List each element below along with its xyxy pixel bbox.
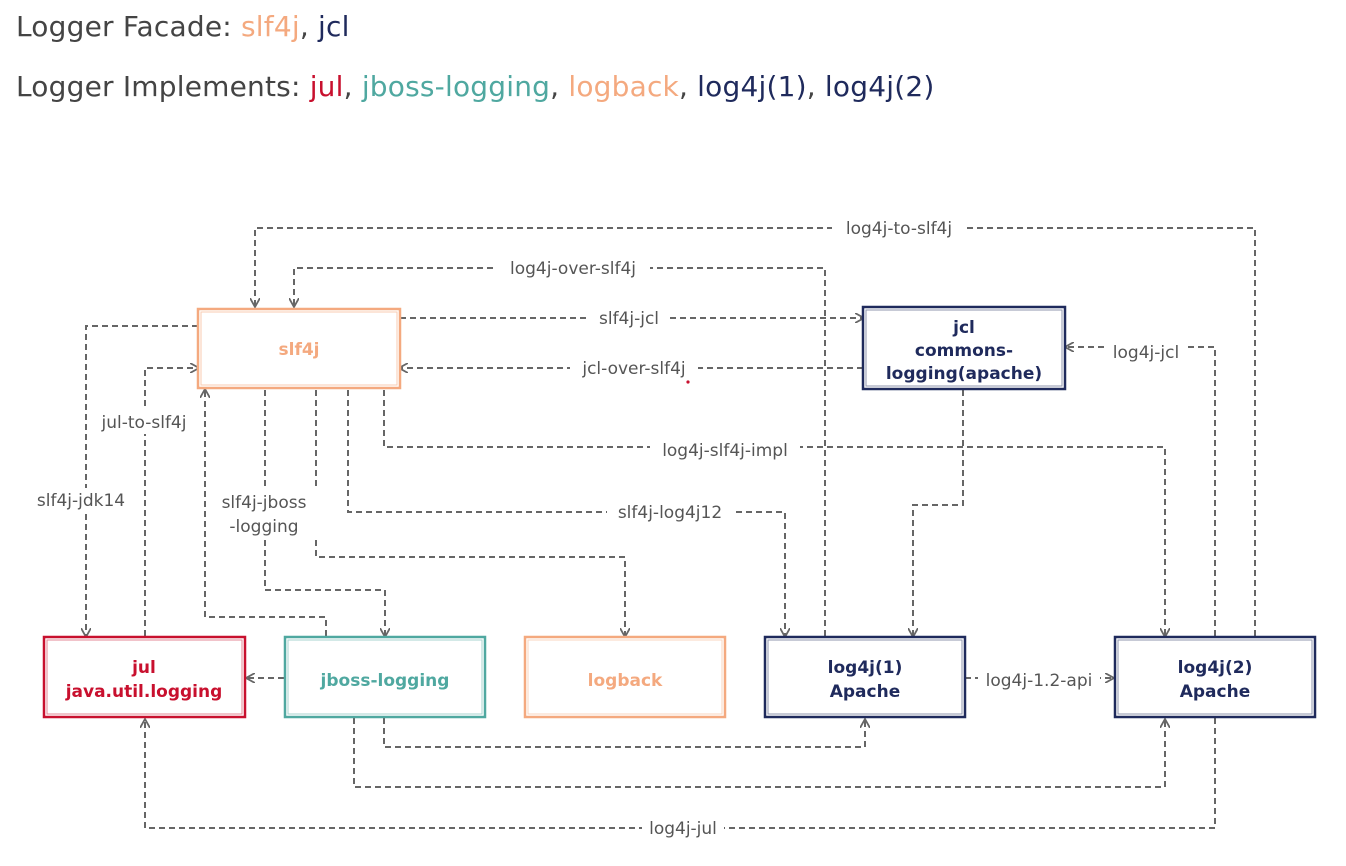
svg-text:jcl: jcl (952, 318, 975, 338)
edge-log4j-jul (145, 718, 1216, 829)
label-log4j-jul: log4j-jul (642, 816, 724, 840)
edge-jboss-to-log4j2 (353, 718, 1165, 788)
implements-heading: Logger Implements: (16, 70, 301, 103)
node-jboss-logging: jboss-logging (283, 635, 487, 719)
node-jcl: jcl commons- logging(apache) (861, 305, 1067, 391)
node-log4j2: log4j(2) Apache (1113, 635, 1317, 719)
stray-dot (686, 380, 690, 384)
impl-item-jboss-logging: jboss-logging (361, 70, 551, 103)
label-jcl-over-slf4j: jcl-over-slf4j (570, 356, 698, 380)
logger-facade-line: Logger Facade: slf4j, jcl (16, 10, 350, 43)
impl-item-jul: jul (309, 70, 344, 103)
svg-text:log4j-jcl: log4j-jcl (1113, 343, 1179, 363)
svg-text:slf4j: slf4j (279, 340, 320, 360)
svg-text:Apache: Apache (830, 682, 901, 702)
label-slf4j-jboss-logging: slf4j-jboss -logging (210, 490, 320, 540)
edge-log4j-jcl (1066, 347, 1216, 636)
facade-item-jcl: jcl (318, 10, 350, 43)
node-logback: logback (523, 635, 727, 719)
svg-text:jul: jul (131, 658, 156, 678)
label-log4j-over-slf4j: log4j-over-slf4j (496, 256, 650, 280)
edge-log4j-to-slf4j (255, 227, 1256, 636)
svg-text:slf4j-log4j12: slf4j-log4j12 (618, 503, 722, 523)
svg-text:jcl-over-slf4j: jcl-over-slf4j (581, 359, 685, 379)
logger-implements-line: Logger Implements: jul, jboss-logging, l… (16, 70, 935, 103)
edge-jboss-to-slf4j (205, 390, 327, 636)
label-slf4j-jcl: slf4j-jcl (588, 306, 670, 330)
svg-text:log4j-jul: log4j-jul (649, 819, 717, 839)
node-slf4j: slf4j (196, 307, 402, 390)
edge-jboss-to-log4j1 (383, 718, 865, 748)
edge-slf4j-logback (315, 390, 625, 636)
edge-jul-to-slf4j (144, 368, 198, 636)
svg-text:log4j-over-slf4j: log4j-over-slf4j (510, 259, 636, 279)
svg-text:log4j-slf4j-impl: log4j-slf4j-impl (662, 441, 788, 461)
svg-text:java.util.logging: java.util.logging (65, 682, 223, 702)
label-slf4j-jdk14: slf4j-jdk14 (26, 488, 136, 512)
svg-text:log4j(2): log4j(2) (1178, 658, 1253, 678)
svg-text:logback: logback (588, 671, 663, 691)
svg-text:slf4j-jcl: slf4j-jcl (599, 309, 659, 329)
svg-text:commons-: commons- (915, 341, 1013, 361)
facade-heading: Logger Facade: (16, 10, 232, 43)
svg-text:-logging: -logging (229, 517, 298, 537)
edge-jcl-to-log4j1 (913, 390, 964, 636)
svg-text:log4j(1): log4j(1) (828, 658, 903, 678)
svg-text:jboss-logging: jboss-logging (320, 671, 450, 691)
edge-slf4j-jdk14 (86, 325, 198, 636)
label-slf4j-log4j12: slf4j-log4j12 (607, 500, 733, 524)
impl-item-log4j1: log4j(1) (697, 70, 807, 103)
edge-slf4j-log4j12 (347, 390, 785, 636)
svg-text:Apache: Apache (1180, 682, 1251, 702)
svg-text:slf4j-jdk14: slf4j-jdk14 (37, 491, 125, 511)
svg-text:jul-to-slf4j: jul-to-slf4j (101, 413, 187, 433)
svg-text:slf4j-jboss: slf4j-jboss (222, 493, 307, 513)
edge-log4j-slf4j-impl (383, 390, 1165, 636)
svg-text:log4j-to-slf4j: log4j-to-slf4j (846, 219, 952, 239)
node-jul: jul java.util.logging (42, 635, 247, 719)
label-log4j-jcl: log4j-jcl (1104, 340, 1188, 364)
node-log4j1: log4j(1) Apache (763, 635, 967, 719)
label-log4j-1-2-api: log4j-1.2-api (978, 668, 1100, 692)
facade-item-slf4j: slf4j (241, 10, 300, 43)
impl-item-logback: logback (568, 70, 679, 103)
label-log4j-to-slf4j: log4j-to-slf4j (832, 216, 966, 240)
label-log4j-slf4j-impl: log4j-slf4j-impl (650, 438, 800, 462)
svg-text:log4j-1.2-api: log4j-1.2-api (986, 671, 1093, 691)
impl-item-log4j2: log4j(2) (824, 70, 935, 103)
label-jul-to-slf4j: jul-to-slf4j (90, 410, 198, 434)
svg-text:logging(apache): logging(apache) (886, 364, 1042, 384)
